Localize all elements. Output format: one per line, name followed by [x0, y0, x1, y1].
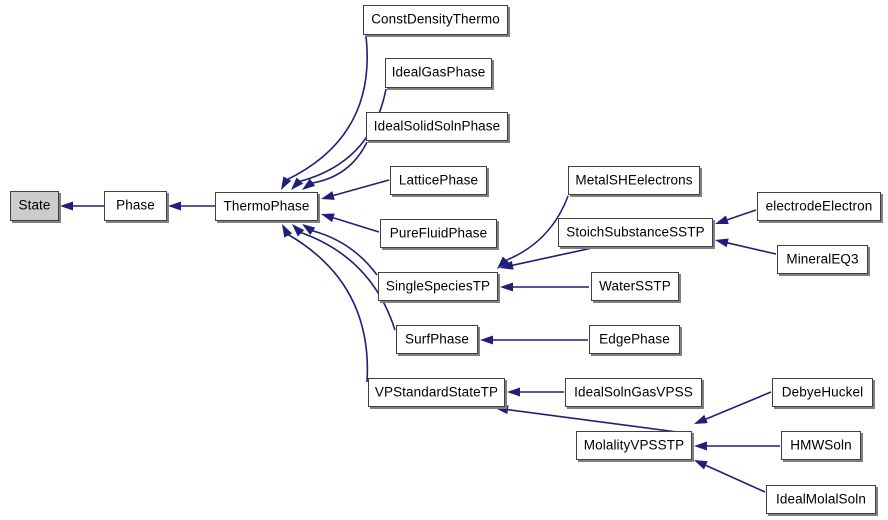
class-node-label: IdealSolidSolnPhase: [373, 118, 501, 134]
inheritance-edge-molalityvpsstp-to-vpstandardstatetp: [506, 408, 693, 435]
inheritance-arrowhead-purefluidphase-to-thermophase: [321, 213, 335, 223]
class-node-label: MetalSHEelectrons: [575, 172, 693, 188]
class-node-vpstandardstatetp[interactable]: VPStandardStateTP: [368, 378, 505, 407]
inheritance-arrowhead-singlespeciestp-to-thermophase: [302, 224, 316, 236]
class-node-watersstp[interactable]: WaterSSTP: [591, 272, 679, 301]
class-node-state[interactable]: State: [10, 191, 59, 221]
class-node-label: SingleSpeciesTP: [385, 278, 491, 294]
inheritance-arrowhead-constdensitythermo-to-thermophase: [281, 176, 292, 190]
inheritance-arrowhead-phase-to-state: [60, 201, 73, 211]
class-node-idealgasphase[interactable]: IdealGasPhase: [385, 58, 492, 88]
class-node-stoichsubstancesstp[interactable]: StoichSubstanceSSTP: [558, 218, 713, 247]
class-node-label: ConstDensityThermo: [371, 11, 500, 27]
inheritance-arrowhead-edgephase-to-surfphase: [480, 335, 493, 345]
class-node-latticephase[interactable]: LatticePhase: [390, 166, 487, 195]
class-node-label: HMWSoln: [790, 437, 852, 453]
class-node-label: electrodeElectron: [765, 198, 873, 214]
class-node-constdensitythermo[interactable]: ConstDensityThermo: [363, 5, 508, 35]
inheritance-edge-constdensitythermo-to-thermophase: [286, 35, 368, 181]
class-node-label: ThermoPhase: [223, 198, 310, 214]
inheritance-arrowhead-stoichsubstancesstp-to-singlespeciestp: [500, 260, 514, 270]
class-node-label: DebyeHuckel: [781, 384, 864, 400]
inheritance-edge-singlespeciestp-to-thermophase: [311, 229, 378, 276]
class-node-label: IdealSolnGasVPSS: [574, 384, 693, 400]
inheritance-arrowhead-idealsolidsolnphase-to-thermophase: [302, 178, 316, 190]
class-node-label: IdealMolalSoln: [776, 491, 866, 507]
inheritance-arrowhead-vpstandardstatetp-to-thermophase: [282, 224, 293, 238]
inheritance-arrowhead-latticephase-to-thermophase: [321, 191, 335, 200]
inheritance-edge-vpstandardstatetp-to-thermophase: [287, 233, 369, 383]
class-node-label: VPStandardStateTP: [374, 384, 499, 400]
inheritance-arrowhead-watersstp-to-singlespeciestp: [500, 282, 513, 292]
class-node-label: StoichSubstanceSSTP: [566, 224, 705, 240]
class-node-electrodeelectron[interactable]: electrodeElectron: [757, 192, 881, 221]
class-node-edgephase[interactable]: EdgePhase: [589, 325, 680, 354]
class-node-molalityvpsstp[interactable]: MolalityVPSSTP: [576, 431, 692, 460]
inheritance-edge-latticephase-to-thermophase: [331, 179, 390, 197]
class-node-label: State: [18, 197, 51, 213]
class-node-metalsheelectrons[interactable]: MetalSHEelectrons: [568, 166, 700, 195]
inheritance-arrowhead-debyehuckel-to-molalityvpsstp: [694, 414, 708, 424]
class-node-label: Phase: [116, 197, 155, 213]
inheritance-arrowhead-idealsolngasvpss-to-vpstandardstatetp: [507, 387, 520, 397]
class-node-mineraleq3[interactable]: MineralEQ3: [777, 245, 868, 274]
class-node-label: IdealGasPhase: [391, 64, 486, 80]
inheritance-arrowhead-surfphase-to-thermophase: [292, 224, 305, 237]
inheritance-arrowhead-electrodeelectron-to-stoichsubstancesstp: [715, 215, 729, 225]
inheritance-edge-electrodeelectron-to-stoichsubstancesstp: [725, 209, 757, 222]
class-node-phase[interactable]: Phase: [104, 191, 167, 221]
class-node-idealsolidsolnphase[interactable]: IdealSolidSolnPhase: [366, 112, 508, 141]
inheritance-arrowhead-mineraleq3-to-stoichsubstancesstp: [715, 238, 729, 248]
class-node-purefluidphase[interactable]: PureFluidPhase: [380, 219, 497, 248]
inheritance-edge-idealmolalsoln-to-molalityvpsstp: [704, 463, 766, 493]
class-node-label: MolalityVPSSTP: [583, 437, 685, 453]
class-node-label: SurfPhase: [405, 331, 469, 347]
class-node-singlespeciestp[interactable]: SingleSpeciesTP: [378, 272, 498, 301]
inheritance-edge-surfphase-to-thermophase: [299, 231, 396, 331]
inheritance-arrowhead-idealmolalsoln-to-molalityvpsstp: [694, 460, 708, 470]
class-node-label: WaterSSTP: [599, 278, 671, 294]
inheritance-edge-idealsolidsolnphase-to-thermophase: [311, 141, 368, 184]
inheritance-arrowhead-thermophase-to-phase: [168, 201, 181, 211]
inheritance-edge-mineraleq3-to-stoichsubstancesstp: [726, 241, 777, 255]
inheritance-edge-purefluidphase-to-thermophase: [331, 216, 380, 233]
inheritance-edge-metalsheelectrons-to-singlespeciestp: [504, 195, 569, 262]
inheritance-arrowhead-metalsheelectrons-to-singlespeciestp: [497, 256, 510, 269]
class-node-label: EdgePhase: [599, 331, 670, 347]
class-node-surfphase[interactable]: SurfPhase: [396, 325, 478, 354]
class-node-debyehuckel[interactable]: DebyeHuckel: [772, 378, 873, 407]
class-node-hmwsoln[interactable]: HMWSoln: [781, 431, 861, 460]
inheritance-arrowhead-idealgasphase-to-thermophase: [291, 177, 304, 190]
class-node-label: MineralEQ3: [786, 251, 859, 267]
inheritance-arrowhead-molalityvpsstp-to-vpstandardstatetp: [495, 405, 509, 415]
class-node-label: LatticePhase: [398, 172, 479, 188]
class-node-idealsolngasvpss[interactable]: IdealSolnGasVPSS: [565, 378, 702, 407]
class-node-idealmolalsoln[interactable]: IdealMolalSoln: [766, 485, 876, 514]
inheritance-edge-idealgasphase-to-thermophase: [298, 88, 387, 183]
inheritance-edge-debyehuckel-to-molalityvpsstp: [704, 391, 772, 421]
class-node-thermophase[interactable]: ThermoPhase: [215, 192, 318, 221]
inheritance-arrowhead-hmwsoln-to-molalityvpsstp: [694, 441, 707, 451]
class-node-label: PureFluidPhase: [389, 225, 488, 241]
